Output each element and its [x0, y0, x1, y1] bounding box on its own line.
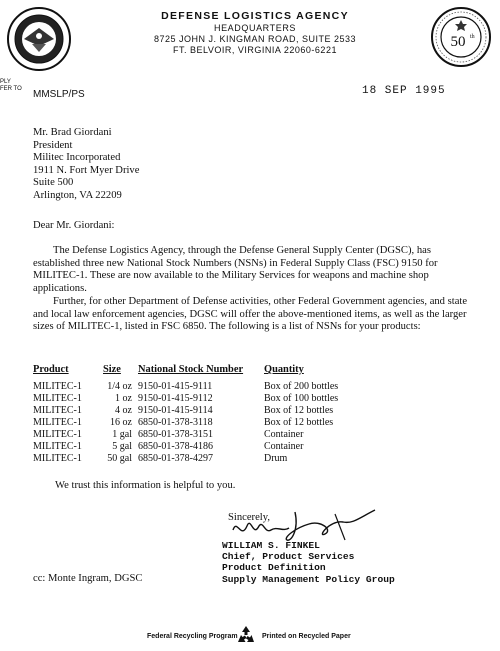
- row-product: MILITEC-1: [33, 441, 82, 452]
- recipient-suite: Suite 500: [33, 177, 74, 189]
- row-quantity: Box of 12 bottles: [264, 417, 334, 428]
- body-paragraph-2: Further, for other Department of Defense…: [33, 296, 468, 333]
- row-size: 4 oz: [115, 405, 132, 416]
- recipient-street: 1911 N. Fort Myer Drive: [33, 164, 140, 176]
- letterhead-address-line-1: 8725 JOHN J. KINGMAN ROAD, SUITE 2533: [153, 34, 357, 44]
- letterhead-address-line-2: FT. BELVOIR, VIRGINIA 22060-6221: [173, 45, 337, 55]
- footer-recycling-program: Federal Recycling Program: [147, 633, 238, 640]
- row-product: MILITEC-1: [33, 381, 82, 392]
- row-product: MILITEC-1: [33, 453, 82, 464]
- reply-to-label: PLY FER TO: [0, 79, 22, 92]
- salutation: Dear Mr. Giordani:: [33, 220, 115, 231]
- recycle-icon: [238, 626, 254, 642]
- row-product: MILITEC-1: [33, 429, 82, 440]
- footer-recycled-paper: Printed on Recycled Paper: [262, 633, 351, 640]
- signatory-name: WILLIAM S. FINKEL: [222, 540, 320, 551]
- column-header-nsn: National Stock Number: [138, 364, 244, 375]
- row-nsn: 6850-01-378-4186: [138, 441, 213, 452]
- recipient-name: Mr. Brad Giordani: [33, 127, 112, 138]
- column-header-product: Product: [33, 364, 69, 375]
- signatory-title-3: Supply Management Policy Group: [222, 573, 395, 585]
- row-quantity: Box of 100 bottles: [264, 393, 339, 404]
- row-nsn: 9150-01-415-9111: [138, 381, 213, 392]
- anniversary-seal-icon: 50 th: [431, 7, 491, 67]
- row-product: MILITEC-1: [33, 405, 82, 416]
- body-paragraph-1: The Defense Logistics Agency, through th…: [33, 245, 438, 294]
- row-size: 5 gal: [112, 441, 132, 452]
- recipient-address: Mr. Brad Giordani President Militec Inco…: [33, 127, 139, 203]
- closing-line: We trust this information is helpful to …: [55, 480, 236, 491]
- complimentary-close: Sincerely,: [228, 512, 270, 523]
- row-product: MILITEC-1: [33, 393, 82, 404]
- signatory-title-1: Chief, Product Services: [222, 551, 355, 563]
- row-nsn: 6850-01-378-3151: [138, 429, 213, 440]
- column-header-size: Size: [103, 364, 121, 375]
- anniversary-superscript: th: [470, 34, 475, 40]
- recipient-title: President: [33, 139, 73, 151]
- row-nsn: 6850-01-378-3118: [138, 417, 213, 428]
- row-quantity: Box of 200 bottles: [264, 381, 339, 392]
- row-quantity: Container: [264, 429, 304, 440]
- row-product: MILITEC-1: [33, 417, 82, 428]
- row-size: 50 gal: [107, 453, 132, 464]
- recipient-company: Militec Incorporated: [33, 152, 121, 164]
- letter-date: 18 SEP 1995: [362, 85, 446, 97]
- row-quantity: Container: [264, 441, 304, 452]
- anniversary-number: 50: [451, 34, 466, 50]
- headquarters-label: HEADQUARTERS: [213, 23, 297, 33]
- row-size: 1 gal: [112, 429, 132, 440]
- column-header-quantity: Quantity: [264, 364, 304, 375]
- row-size: 1 oz: [115, 393, 132, 404]
- row-nsn: 9150-01-415-9112: [138, 393, 213, 404]
- recipient-city: Arlington, VA 22209: [33, 189, 122, 201]
- carbon-copy-line: cc: Monte Ingram, DGSC: [33, 573, 143, 584]
- signature-block: WILLIAM S. FINKEL Chief, Product Service…: [222, 540, 395, 585]
- reference-code: MMSLP/PS: [33, 89, 85, 100]
- row-size: 1/4 oz: [107, 381, 132, 392]
- row-nsn: 9150-01-415-9114: [138, 405, 213, 416]
- department-of-defense-seal-icon: [7, 7, 71, 71]
- agency-name: DEFENSE LOGISTICS AGENCY: [161, 10, 349, 22]
- handwritten-signature-icon: [232, 509, 376, 541]
- row-quantity: Box of 12 bottles: [264, 405, 334, 416]
- signatory-title-2: Product Definition: [222, 562, 326, 574]
- row-nsn: 6850-01-378-4297: [138, 453, 213, 464]
- row-quantity: Drum: [264, 453, 288, 464]
- row-size: 16 oz: [110, 417, 132, 428]
